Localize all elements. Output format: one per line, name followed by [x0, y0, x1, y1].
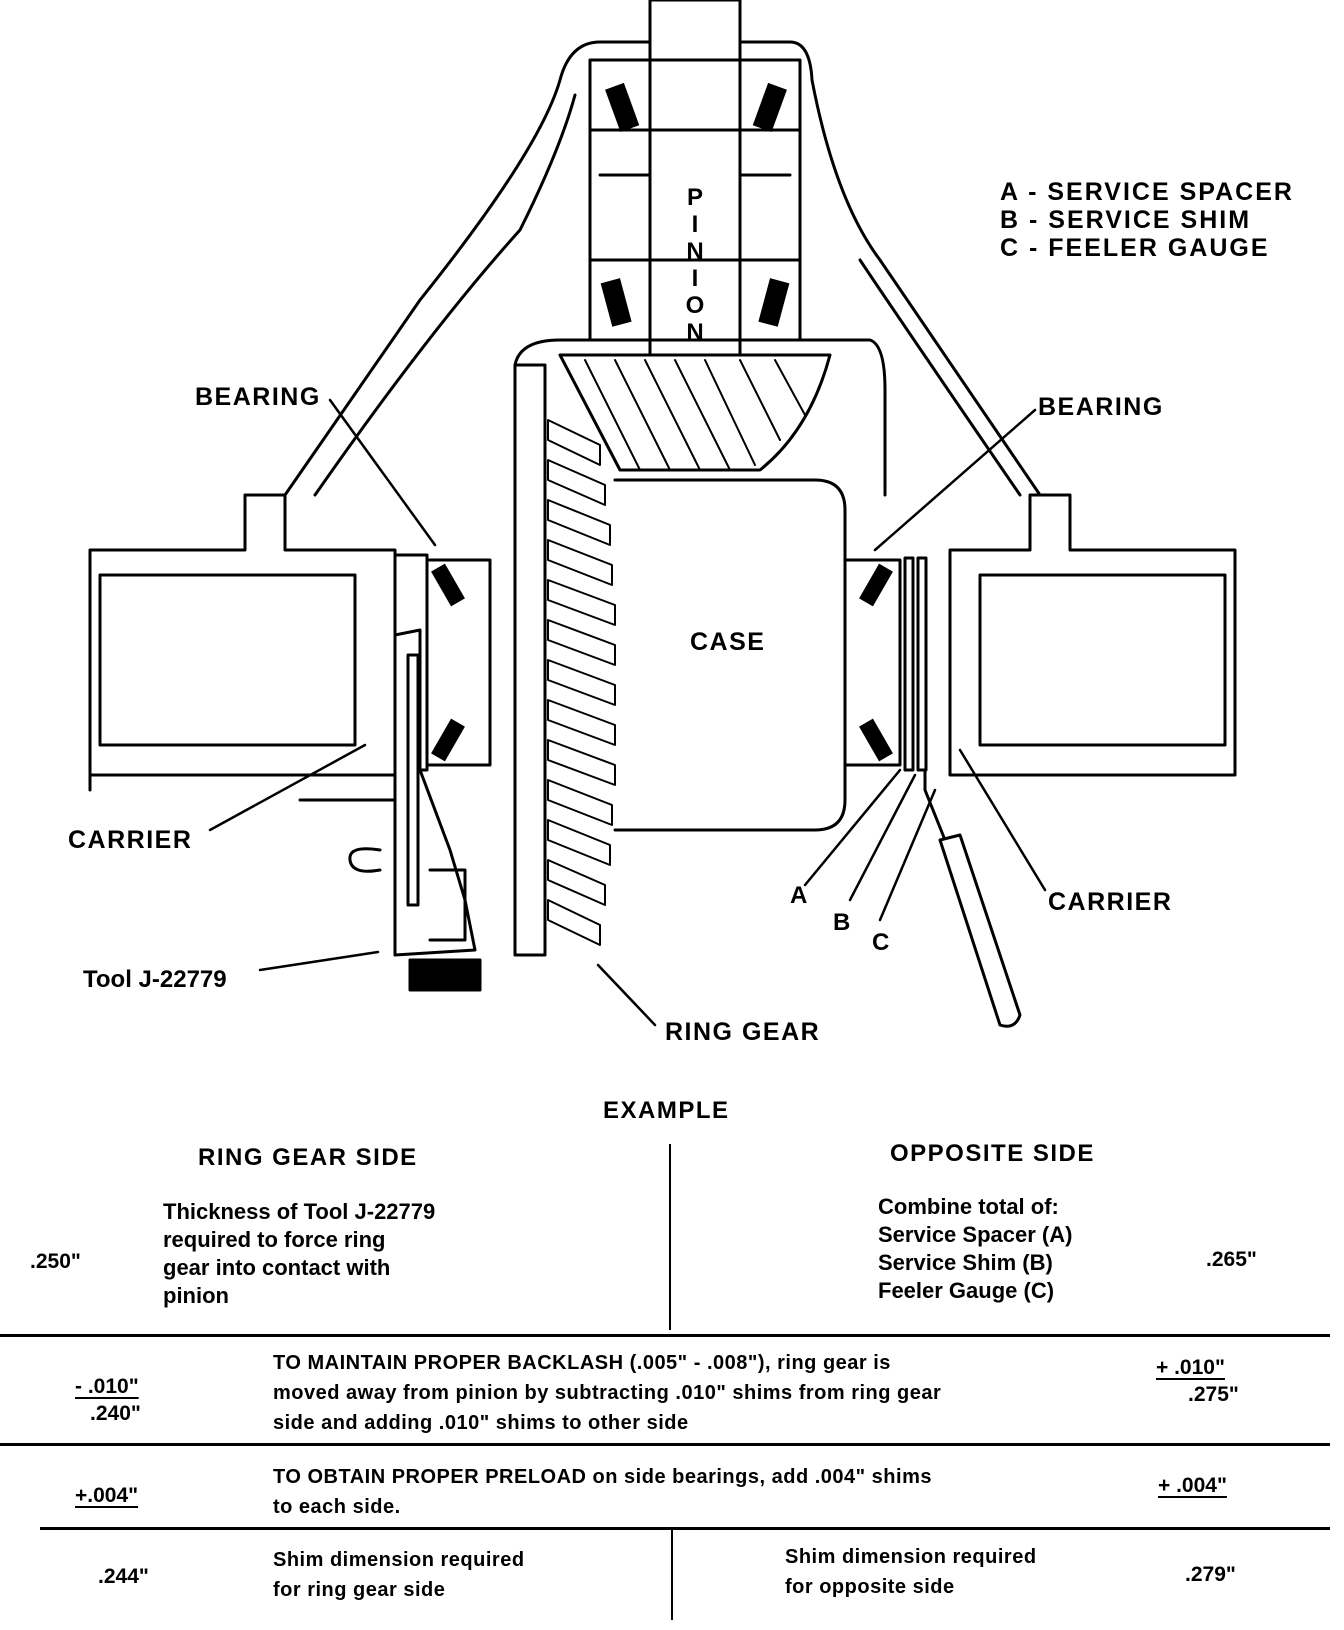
row3-right-value: + .004" [1158, 1474, 1227, 1497]
row2-text: TO MAINTAIN PROPER BACKLASH (.005" - .00… [273, 1348, 1073, 1438]
leader-a [803, 768, 902, 887]
column-divider-bottom [671, 1530, 673, 1620]
row4-left-line: Shim dimension required [273, 1549, 525, 1571]
service-spacer-shape [903, 556, 915, 772]
row1-left-value: .250" [30, 1250, 81, 1273]
row4-left-line: for ring gear side [273, 1579, 446, 1601]
pinion-letter: N [686, 238, 703, 265]
left-axle-housing [88, 493, 397, 777]
row1-right-line: Service Spacer (A) [878, 1222, 1073, 1247]
pinion-letter: I [692, 211, 699, 238]
row1-left-line: gear into contact with [163, 1255, 391, 1280]
label-c: C [872, 929, 889, 956]
leader-bearing-right [873, 408, 1037, 552]
leader-bearing-left [328, 398, 437, 547]
label-a: A [790, 882, 807, 909]
label-bearing-right: BEARING [1038, 393, 1164, 421]
row1-left-line: Thickness of Tool J-22779 [163, 1199, 436, 1224]
row3-line: to each side. [273, 1496, 401, 1518]
row1-right-line: Combine total of: [878, 1194, 1059, 1219]
row4-right-line: for opposite side [785, 1576, 955, 1598]
right-bearing-race [843, 558, 902, 767]
leader-ring-gear [596, 963, 657, 1027]
row2-line: TO MAINTAIN PROPER BACKLASH (.005" - .00… [273, 1352, 891, 1374]
row4-right-text: Shim dimension required for opposite sid… [785, 1542, 1145, 1602]
carrier-housing-inner [313, 93, 577, 497]
row2-left-top: - .010" [75, 1375, 139, 1398]
legend-a: A - SERVICE SPACER [1000, 178, 1294, 206]
row-divider [40, 1527, 1330, 1530]
right-axle-housing [948, 493, 1237, 777]
row4-left-value: .244" [98, 1565, 149, 1588]
table-title: EXAMPLE [603, 1097, 730, 1124]
column-divider-top [669, 1144, 671, 1330]
row1-right-line: Feeler Gauge (C) [878, 1278, 1055, 1303]
label-case: CASE [690, 628, 765, 656]
differential-diagram: A - SERVICE SPACER B - SERVICE SHIM C - … [68, 0, 1294, 1046]
leader-tool [258, 950, 380, 972]
row4-left-text: Shim dimension required for ring gear si… [273, 1545, 633, 1605]
row3-left-value: +.004" [75, 1484, 139, 1507]
row-divider [0, 1334, 1330, 1337]
row1-right-value: .265" [1206, 1248, 1257, 1271]
opposite-side-header: OPPOSITE SIDE [890, 1140, 1095, 1167]
pinion-letter: O [686, 292, 705, 319]
service-shim-shape [916, 556, 928, 772]
legend-c: C - FEELER GAUGE [1000, 234, 1270, 262]
row3-text: TO OBTAIN PROPER PRELOAD on side bearing… [273, 1462, 1073, 1522]
row1-left-line: required to force ring [163, 1227, 386, 1252]
leader-b [848, 773, 917, 902]
pinion-letter: I [692, 265, 699, 292]
label-b: B [833, 909, 850, 936]
ring-gear-side-header: RING GEAR SIDE [198, 1144, 418, 1171]
row2-right-bottom: .275" [1188, 1383, 1239, 1406]
carrier-housing-outline [283, 40, 1042, 497]
label-tool: Tool J-22779 [83, 966, 227, 993]
tool-j22779-shape [348, 628, 482, 992]
row1-left-text: Thickness of Tool J-22779 required to fo… [163, 1198, 488, 1310]
feeler-gauge-shape [923, 768, 1022, 1028]
legend-b: B - SERVICE SHIM [1000, 206, 1251, 234]
row1-left-line: pinion [163, 1283, 229, 1308]
leader-c [878, 788, 937, 922]
leader-carrier-left [208, 743, 367, 832]
row2-line: moved away from pinion by subtracting .0… [273, 1382, 942, 1404]
leader-carrier-right [958, 748, 1047, 892]
label-bearing-left: BEARING [195, 383, 321, 411]
row4-right-line: Shim dimension required [785, 1546, 1037, 1568]
row2-right-top: + .010" [1156, 1356, 1225, 1379]
row1-right-line: Service Shim (B) [878, 1250, 1053, 1275]
label-carrier-right: CARRIER [1048, 888, 1172, 916]
row-divider [0, 1443, 1330, 1446]
pinion-letter: N [686, 319, 703, 346]
ring-gear [513, 363, 547, 957]
row3-line: TO OBTAIN PROPER PRELOAD on side bearing… [273, 1466, 932, 1488]
label-ring-gear: RING GEAR [665, 1018, 820, 1046]
row1-right-text: Combine total of: Service Spacer (A) Ser… [878, 1193, 1118, 1305]
row4-right-value: .279" [1185, 1563, 1236, 1586]
row2-left-bottom: .240" [90, 1402, 141, 1425]
label-carrier-left: CARRIER [68, 826, 192, 854]
differential-case [613, 478, 847, 832]
pinion-letter: P [687, 184, 703, 211]
row2-line: side and adding .010" shims to other sid… [273, 1412, 689, 1434]
